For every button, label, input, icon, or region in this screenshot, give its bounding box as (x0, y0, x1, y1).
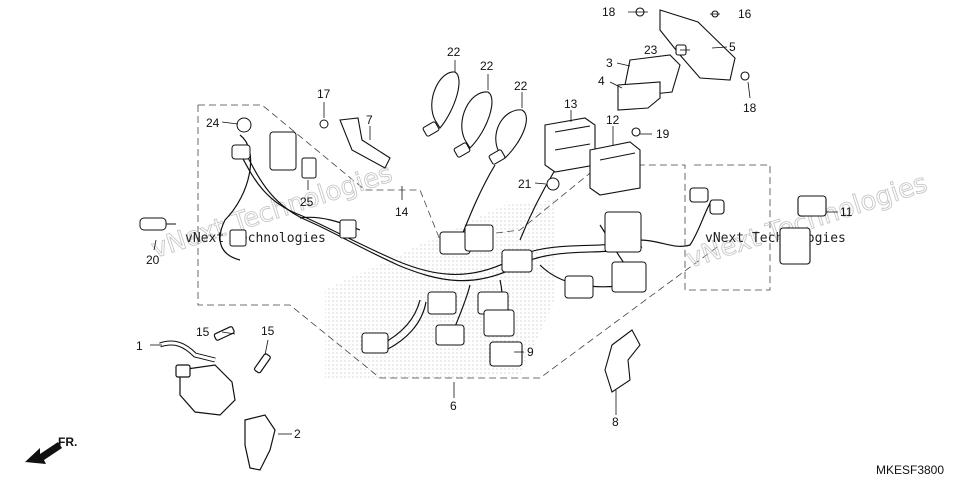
callout-20: 20 (146, 253, 160, 267)
direction-label: FR. (58, 435, 77, 449)
callout-17: 17 (317, 87, 331, 101)
callout-24: 24 (206, 116, 220, 130)
callout-23: 23 (644, 43, 658, 57)
relay-13 (544, 117, 596, 173)
callout-22b: 22 (480, 59, 494, 73)
relay-12 (589, 141, 641, 196)
callout-19: 19 (656, 127, 670, 141)
callout-22c: 22 (514, 79, 528, 93)
svg-text:vNext Technologies: vNext Technologies (185, 231, 326, 246)
callout-4: 4 (598, 74, 605, 88)
callout-6: 6 (450, 399, 457, 413)
callout-1: 1 (136, 339, 143, 353)
callout-labels: 1 2 3 4 5 6 7 8 9 11 12 13 14 15 15 16 1… (136, 5, 853, 441)
front-direction-arrow: FR. (25, 435, 77, 464)
part-20-fuse (139, 217, 176, 231)
left-connectors (231, 117, 317, 179)
callout-14: 14 (395, 205, 409, 219)
callout-9: 9 (527, 345, 534, 359)
callout-8: 8 (612, 415, 619, 429)
callout-18a: 18 (602, 5, 616, 19)
right-sensor (689, 187, 827, 265)
callout-7: 7 (366, 113, 373, 127)
ignition-coil (159, 326, 276, 471)
callout-13: 13 (564, 97, 578, 111)
watermark-left: vNext Technologies vNext Technologies (147, 158, 396, 265)
callout-18b: 18 (743, 101, 757, 115)
callout-16: 16 (738, 7, 752, 21)
callout-15a: 15 (196, 325, 210, 339)
callout-11: 11 (840, 205, 853, 219)
connector-9 (489, 341, 523, 367)
ecu-assembly (617, 7, 750, 137)
callout-15b: 15 (261, 324, 275, 338)
callout-25: 25 (300, 195, 314, 209)
svg-text:vNext Technologies: vNext Technologies (148, 158, 396, 264)
bracket-7 (339, 117, 391, 169)
callout-2: 2 (294, 427, 301, 441)
band-clips-22 (422, 71, 527, 165)
callout-21: 21 (518, 177, 532, 191)
diagram-code: MKESF3800 (876, 463, 944, 477)
assembly-boundary (197, 104, 771, 379)
leader-lines (150, 11, 838, 435)
bolt-17 (319, 119, 329, 129)
callout-3: 3 (606, 56, 613, 70)
bracket-8 (604, 329, 641, 393)
nut-21 (546, 177, 560, 191)
harness-connectors (229, 211, 647, 354)
callout-12: 12 (606, 113, 620, 127)
callout-22a: 22 (447, 45, 461, 59)
callout-5: 5 (729, 40, 736, 54)
svg-text:vNext Technologies: vNext Technologies (705, 231, 846, 246)
